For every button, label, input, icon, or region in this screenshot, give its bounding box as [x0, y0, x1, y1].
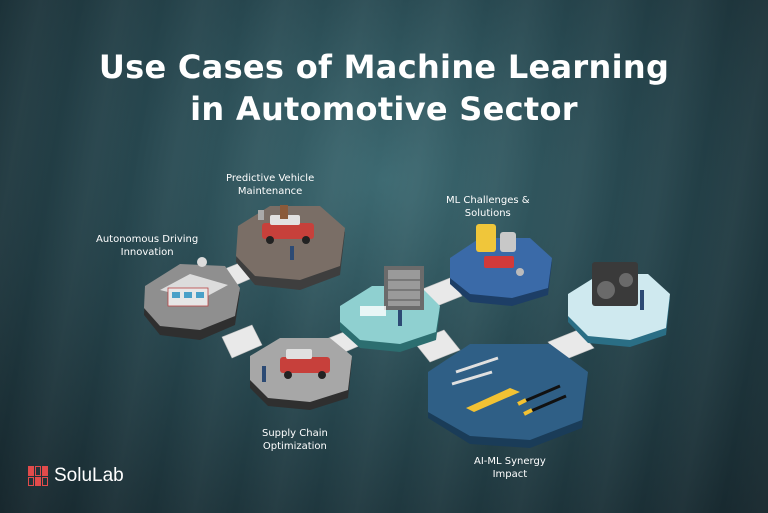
label-supply-line1: Supply Chain: [262, 428, 328, 439]
label-autonomous-line1: Autonomous Driving: [96, 234, 199, 245]
car-red-2: [280, 357, 330, 373]
label-predictive-line1: Predictive Vehicle: [226, 173, 315, 184]
title-line-1: Use Cases of Machine Learning: [98, 48, 670, 86]
solulab-logo-mark-icon: [28, 466, 48, 486]
pliers: [466, 388, 520, 412]
tile-engine: [568, 262, 670, 347]
label-challenges-line2: Solutions: [464, 208, 511, 219]
tile-autonomous-driving: [144, 257, 240, 340]
wrench-1: [455, 356, 499, 374]
car-red: [262, 223, 314, 239]
tile-ml-challenges: [450, 224, 552, 306]
label-supply-chain: Supply Chain Optimization: [262, 427, 328, 453]
solulab-logo[interactable]: SoluLab: [28, 465, 124, 487]
label-synergy-line1: AI-ML Synergy: [474, 456, 546, 467]
label-challenges-line1: ML Challenges &: [446, 195, 530, 206]
label-ml-challenges: ML Challenges & Solutions: [446, 194, 530, 220]
wrench-2: [451, 370, 493, 386]
tile-predictive-maintenance: [236, 205, 345, 290]
label-autonomous-line2: Innovation: [120, 247, 174, 258]
logo-text: SoluLab: [54, 465, 124, 486]
tile-synergy: [428, 344, 588, 448]
label-predictive-maintenance: Predictive Vehicle Maintenance: [226, 172, 314, 198]
label-synergy-line2: Impact: [492, 469, 528, 480]
label-predictive-line2: Maintenance: [237, 186, 303, 197]
title-line-2: in Automotive Sector: [190, 90, 578, 128]
label-synergy: AI-ML Synergy Impact: [474, 455, 546, 481]
tile-supply-chain: [250, 338, 352, 410]
label-autonomous-driving: Autonomous Driving Innovation: [96, 233, 198, 259]
label-supply-line2: Optimization: [262, 441, 327, 452]
stairs-2: [221, 324, 263, 359]
tile-center-teal: [340, 266, 440, 352]
